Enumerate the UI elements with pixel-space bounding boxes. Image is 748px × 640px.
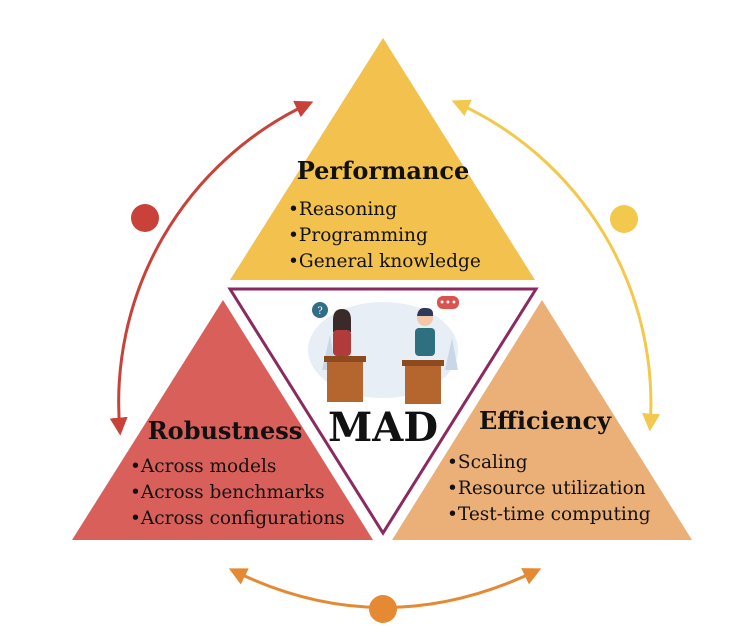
center-label: MAD bbox=[328, 404, 438, 451]
left-arrow-arc bbox=[109, 100, 314, 436]
efficiency-item: •Test-time computing bbox=[447, 504, 651, 525]
left-speaker-hair bbox=[333, 309, 351, 332]
cycle-arrows bbox=[109, 99, 661, 623]
question-mark-glyph: ? bbox=[317, 306, 322, 317]
robustness-item: •Across configurations bbox=[130, 508, 345, 529]
efficiency-triangle bbox=[392, 300, 692, 540]
bottom-arrow-dot bbox=[369, 595, 397, 623]
right-podium bbox=[405, 364, 441, 404]
performance-item: •General knowledge bbox=[288, 251, 481, 272]
robustness-title: Robustness bbox=[148, 416, 303, 445]
ellipsis-glyph: ••• bbox=[439, 298, 457, 309]
performance-item: •Programming bbox=[288, 225, 428, 246]
right-podium-top bbox=[402, 360, 444, 366]
performance-title: Performance bbox=[297, 156, 470, 185]
performance-item: •Reasoning bbox=[288, 199, 397, 220]
right-speaker-body bbox=[415, 328, 435, 356]
robustness-item: •Across models bbox=[130, 456, 276, 477]
question-bubble-icon bbox=[312, 302, 328, 318]
robustness-item: •Across benchmarks bbox=[130, 482, 325, 503]
left-speaker-body bbox=[333, 330, 351, 356]
robustness-triangle bbox=[72, 300, 373, 540]
left-podium bbox=[327, 360, 363, 402]
debate-illustration: ? ••• bbox=[308, 296, 459, 404]
left-podium-top bbox=[324, 356, 366, 362]
efficiency-title: Efficiency bbox=[479, 406, 612, 435]
right-arrow-dot bbox=[610, 205, 638, 233]
efficiency-item: •Resource utilization bbox=[447, 478, 646, 499]
right-speaker-hair bbox=[417, 307, 434, 316]
efficiency-item: •Scaling bbox=[447, 452, 528, 473]
left-arrow-dot bbox=[131, 204, 159, 232]
performance-triangle bbox=[230, 38, 535, 280]
right-arrow-arc bbox=[451, 99, 661, 432]
center-triangle bbox=[227, 287, 539, 536]
ellipsis-bubble-icon bbox=[437, 296, 459, 309]
